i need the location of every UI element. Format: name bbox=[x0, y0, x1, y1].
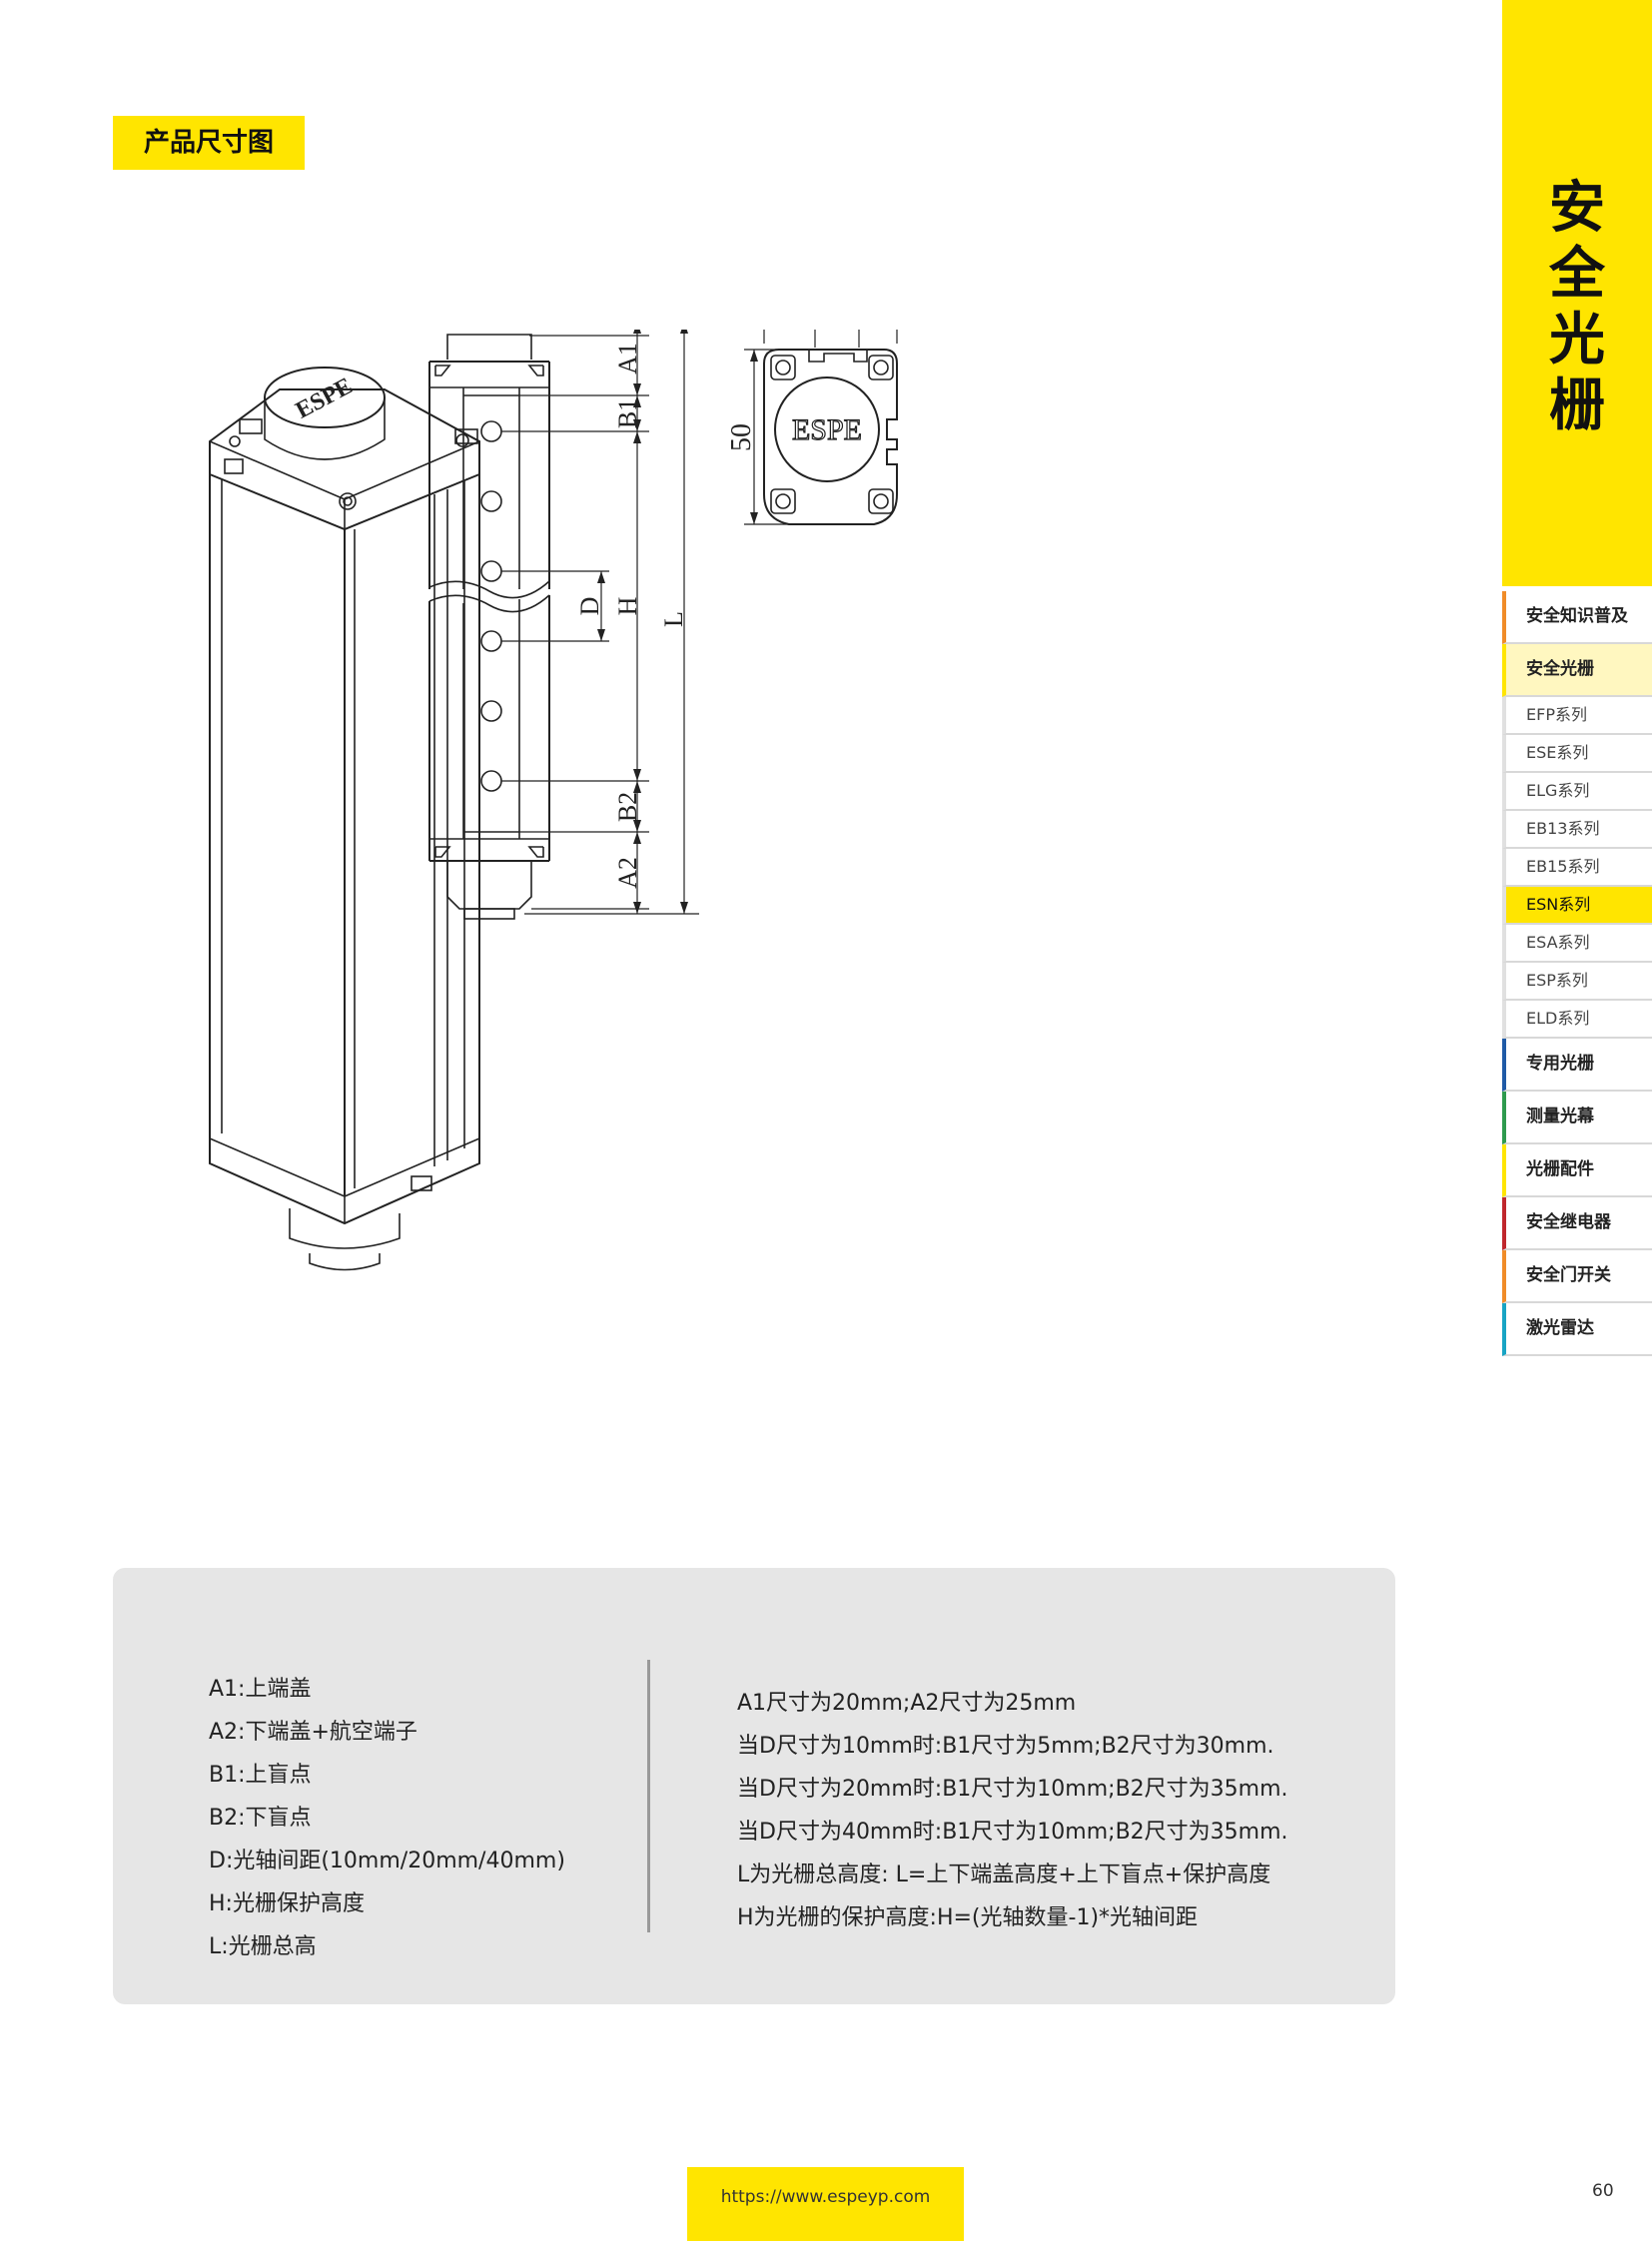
dimension-notes: A1:上端盖 A2:下端盖+航空端子 B1:上盲点 B2:下盲点 D:光轴间距(10mm… bbox=[113, 1568, 1395, 2004]
banner-char: 栅 bbox=[1549, 374, 1605, 438]
brand-logo-top: ESPE bbox=[792, 413, 862, 446]
category-banner: 安 全 光 栅 bbox=[1502, 0, 1652, 586]
note-line: A1:上端盖 bbox=[209, 1677, 312, 1702]
sidebar-item[interactable]: 专用光栅 bbox=[1502, 1039, 1652, 1092]
notes-definitions: A1:上端盖 A2:下端盖+航空端子 B1:上盲点 B2:下盲点 D:光轴间距(10mm… bbox=[209, 1668, 565, 1968]
dim-label-h: H bbox=[613, 596, 642, 615]
sidebar-item[interactable]: ELD系列 bbox=[1502, 1001, 1652, 1039]
page-number: 60 bbox=[1592, 2181, 1614, 2201]
sidebar-item[interactable]: 安全光栅 bbox=[1502, 644, 1652, 697]
banner-title: 安 全 光 栅 bbox=[1502, 176, 1652, 439]
sidebar-item[interactable]: 测量光幕 bbox=[1502, 1092, 1652, 1144]
brand-logo-iso: ESPE bbox=[292, 374, 357, 424]
section-tag: 产品尺寸图 bbox=[113, 116, 305, 170]
front-view: A1 B1 H B2 A2 L D bbox=[428, 330, 699, 920]
note-line: B1:上盲点 bbox=[209, 1763, 312, 1788]
sidebar-item[interactable]: ELG系列 bbox=[1502, 773, 1652, 811]
note-line: 当D尺寸为10mm时:B1尺寸为5mm;B2尺寸为30mm. bbox=[737, 1734, 1274, 1759]
top-view: ESPE 35 9 50 bbox=[726, 330, 898, 525]
note-line: H为光栅的保护高度:H=(光轴数量-1)*光轴间距 bbox=[737, 1905, 1199, 1930]
sidebar-item[interactable]: 安全知识普及 bbox=[1502, 591, 1652, 644]
sidebar-item[interactable]: 光栅配件 bbox=[1502, 1144, 1652, 1197]
banner-char: 安 bbox=[1549, 176, 1605, 241]
note-line: L:光栅总高 bbox=[209, 1934, 317, 1959]
sidebar-item[interactable]: ESN系列 bbox=[1502, 887, 1652, 925]
sidebar-item[interactable]: 安全门开关 bbox=[1502, 1250, 1652, 1303]
note-line: A1尺寸为20mm;A2尺寸为25mm bbox=[737, 1691, 1077, 1716]
banner-char: 全 bbox=[1549, 242, 1605, 307]
dim-label-a1: A1 bbox=[613, 343, 642, 374]
dim-height-50: 50 bbox=[726, 423, 757, 451]
sidebar-item[interactable]: EB13系列 bbox=[1502, 811, 1652, 849]
note-line: A2:下端盖+航空端子 bbox=[209, 1720, 417, 1745]
banner-char: 光 bbox=[1549, 308, 1605, 373]
sidebar-item[interactable]: EB15系列 bbox=[1502, 849, 1652, 887]
sidebar-item[interactable]: 安全继电器 bbox=[1502, 1197, 1652, 1250]
dimension-drawing: ESPE bbox=[180, 330, 1298, 1338]
dim-label-d: D bbox=[575, 597, 604, 616]
sidebar-item[interactable]: ESP系列 bbox=[1502, 963, 1652, 1001]
note-line: B2:下盲点 bbox=[209, 1806, 312, 1831]
note-line: L为光栅总高度: L=上下端盖高度+上下盲点+保护高度 bbox=[737, 1863, 1271, 1887]
dim-label-l: L bbox=[659, 611, 688, 627]
sidebar-item[interactable]: ESE系列 bbox=[1502, 735, 1652, 773]
notes-specifications: A1尺寸为20mm;A2尺寸为25mm 当D尺寸为10mm时:B1尺寸为5mm;B… bbox=[737, 1682, 1288, 1939]
sidebar-item[interactable]: 激光雷达 bbox=[1502, 1303, 1652, 1356]
isometric-view: ESPE bbox=[209, 367, 480, 1271]
dim-label-b1: B1 bbox=[613, 398, 642, 428]
note-line: 当D尺寸为20mm时:B1尺寸为10mm;B2尺寸为35mm. bbox=[737, 1777, 1288, 1802]
notes-divider bbox=[647, 1660, 650, 1932]
sidebar-item[interactable]: ESA系列 bbox=[1502, 925, 1652, 963]
dim-label-b2: B2 bbox=[613, 792, 642, 822]
sidebar-item[interactable]: EFP系列 bbox=[1502, 697, 1652, 735]
note-line: 当D尺寸为40mm时:B1尺寸为10mm;B2尺寸为35mm. bbox=[737, 1820, 1288, 1845]
dim-label-a2: A2 bbox=[613, 857, 642, 889]
note-line: H:光栅保护高度 bbox=[209, 1891, 365, 1916]
footer-url[interactable]: https://www.espeyp.com bbox=[687, 2167, 964, 2241]
note-line: D:光轴间距(10mm/20mm/40mm) bbox=[209, 1849, 565, 1873]
